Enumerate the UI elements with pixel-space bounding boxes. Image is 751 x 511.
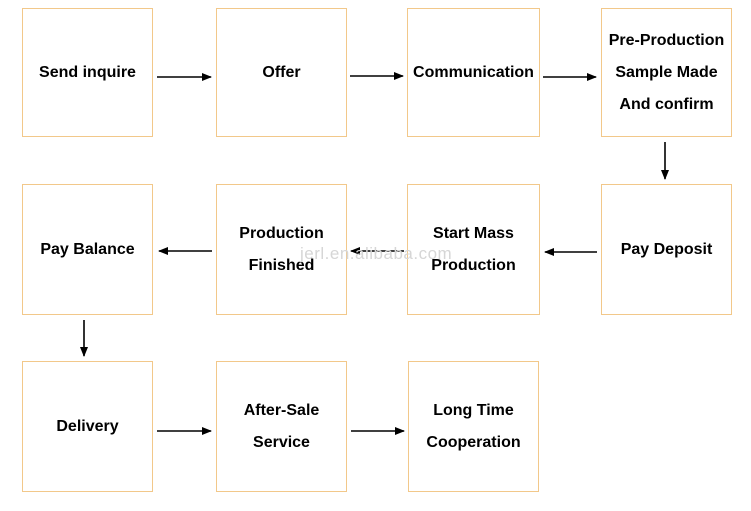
step-delivery: Delivery: [22, 361, 153, 492]
step-production-finished: Production Finished: [216, 184, 347, 315]
step-communication: Communication: [407, 8, 540, 137]
step-label: Communication: [413, 63, 534, 81]
step-pay-balance: Pay Balance: [22, 184, 153, 315]
step-label: Send inquire: [39, 63, 136, 81]
step-long-time: Long Time Cooperation: [408, 361, 539, 492]
step-send-inquire: Send inquire: [22, 8, 153, 137]
step-label: After-Sale Service: [243, 401, 320, 451]
step-after-sale: After-Sale Service: [216, 361, 347, 492]
step-label: Offer: [262, 63, 301, 81]
watermark: jerl.en.alibaba.com: [300, 244, 453, 263]
step-start-mass: Start Mass Production: [407, 184, 540, 315]
step-label: Start Mass Production: [431, 224, 516, 274]
step-pay-deposit: Pay Deposit: [601, 184, 732, 315]
step-label: Production Finished: [239, 224, 324, 274]
step-label: Long Time Cooperation: [426, 401, 521, 451]
step-label: Delivery: [56, 417, 119, 435]
step-label: Pay Balance: [40, 240, 135, 258]
step-offer: Offer: [216, 8, 347, 137]
step-label: Pay Deposit: [620, 240, 713, 258]
step-label: Pre-Production Sample Made And confirm: [608, 31, 725, 113]
step-pre-production: Pre-Production Sample Made And confirm: [601, 8, 732, 137]
